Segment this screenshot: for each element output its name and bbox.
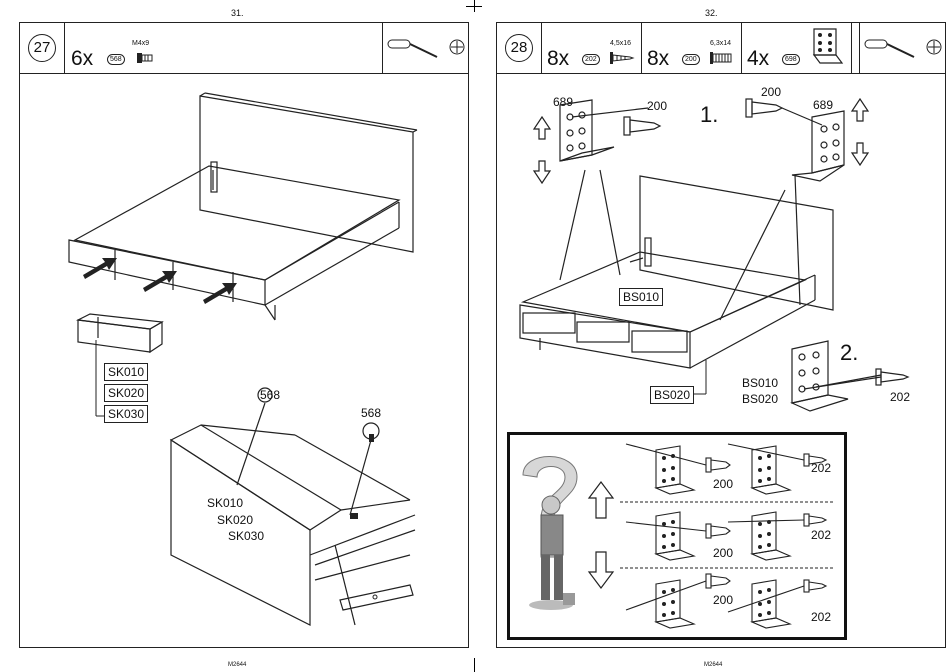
bed-drawing [55,90,425,330]
help-label-202-row2: 202 [811,528,831,542]
drawer-label-sk010: SK010 [104,363,148,381]
bolt-icon [137,51,155,65]
drawer-label-sk020: SK020 [104,384,148,402]
step2-label-bs010: BS010 [742,376,778,390]
step-cell: 28 [497,23,542,73]
bs010-box: BS010 [619,288,663,306]
footer-code-left: M2644 [228,662,246,668]
part-code: 200 [682,54,700,65]
step-cell: 27 [20,23,65,73]
footer-code-right: M2644 [704,662,722,668]
part-quantity: 8x [647,47,669,71]
step2-label-bs020: BS020 [742,392,778,406]
part-cell-698: 4x 698 [742,23,852,73]
coarse-screw-icon [710,51,734,65]
part-cell-202: 8x 202 4,5x16 [542,23,642,73]
part-quantity: 4x [747,47,769,71]
part-cell-200: 8x 200 6,3x14 [642,23,742,73]
help-up-down-arrows [586,480,616,590]
crop-mark [466,6,482,7]
step2-marker: 2. [840,340,858,366]
step-header: 27 6x 568 M4x9 [20,23,468,74]
screwdriver-icon [864,37,924,61]
part-code: 202 [582,54,600,65]
part-quantity: 6x [71,47,93,71]
question-mark-mascot-icon [515,445,590,615]
tool-cell [382,23,470,73]
front-label-sk010: SK010 [207,496,243,510]
front-label-sk030: SK030 [228,529,264,543]
part-size: M4x9 [132,40,149,47]
help-label-200-row3: 200 [713,593,733,607]
step2-screw-label: 202 [890,390,910,404]
help-label-200-row2: 200 [713,546,733,560]
help-label-202-row1: 202 [811,461,831,475]
bracket-icon [810,27,844,67]
part-quantity: 8x [547,47,569,71]
callout-568-right: 568 [361,406,381,420]
wood-screw-icon [610,51,634,65]
drawer-label-sk030: SK030 [104,405,148,423]
part-size: 4,5x16 [610,40,631,47]
drawer-drawing [76,312,166,362]
step-header: 28 8x 202 4,5x16 8x 200 6,3x14 4x 698 [497,23,945,74]
phillips-head-icon [926,39,942,55]
tool-cell [859,23,947,73]
part-size: 6,3x14 [710,40,731,47]
phillips-head-icon [449,39,465,55]
bs020-box: BS020 [650,386,694,404]
page-number-left: 31. [231,8,244,18]
screwdriver-icon [387,37,447,61]
step-number: 28 [505,34,533,62]
crop-mark [474,658,475,672]
help-label-202-row3: 202 [811,610,831,624]
step-number: 27 [28,34,56,62]
page-number-right: 32. [705,8,718,18]
front-label-sk020: SK020 [217,513,253,527]
help-label-200-row1: 200 [713,477,733,491]
bs020-leader [694,360,714,400]
drawer-front-detail [165,385,435,640]
callout-568-left: 568 [260,388,280,402]
part-code: 568 [107,54,125,65]
part-code: 698 [782,54,800,65]
